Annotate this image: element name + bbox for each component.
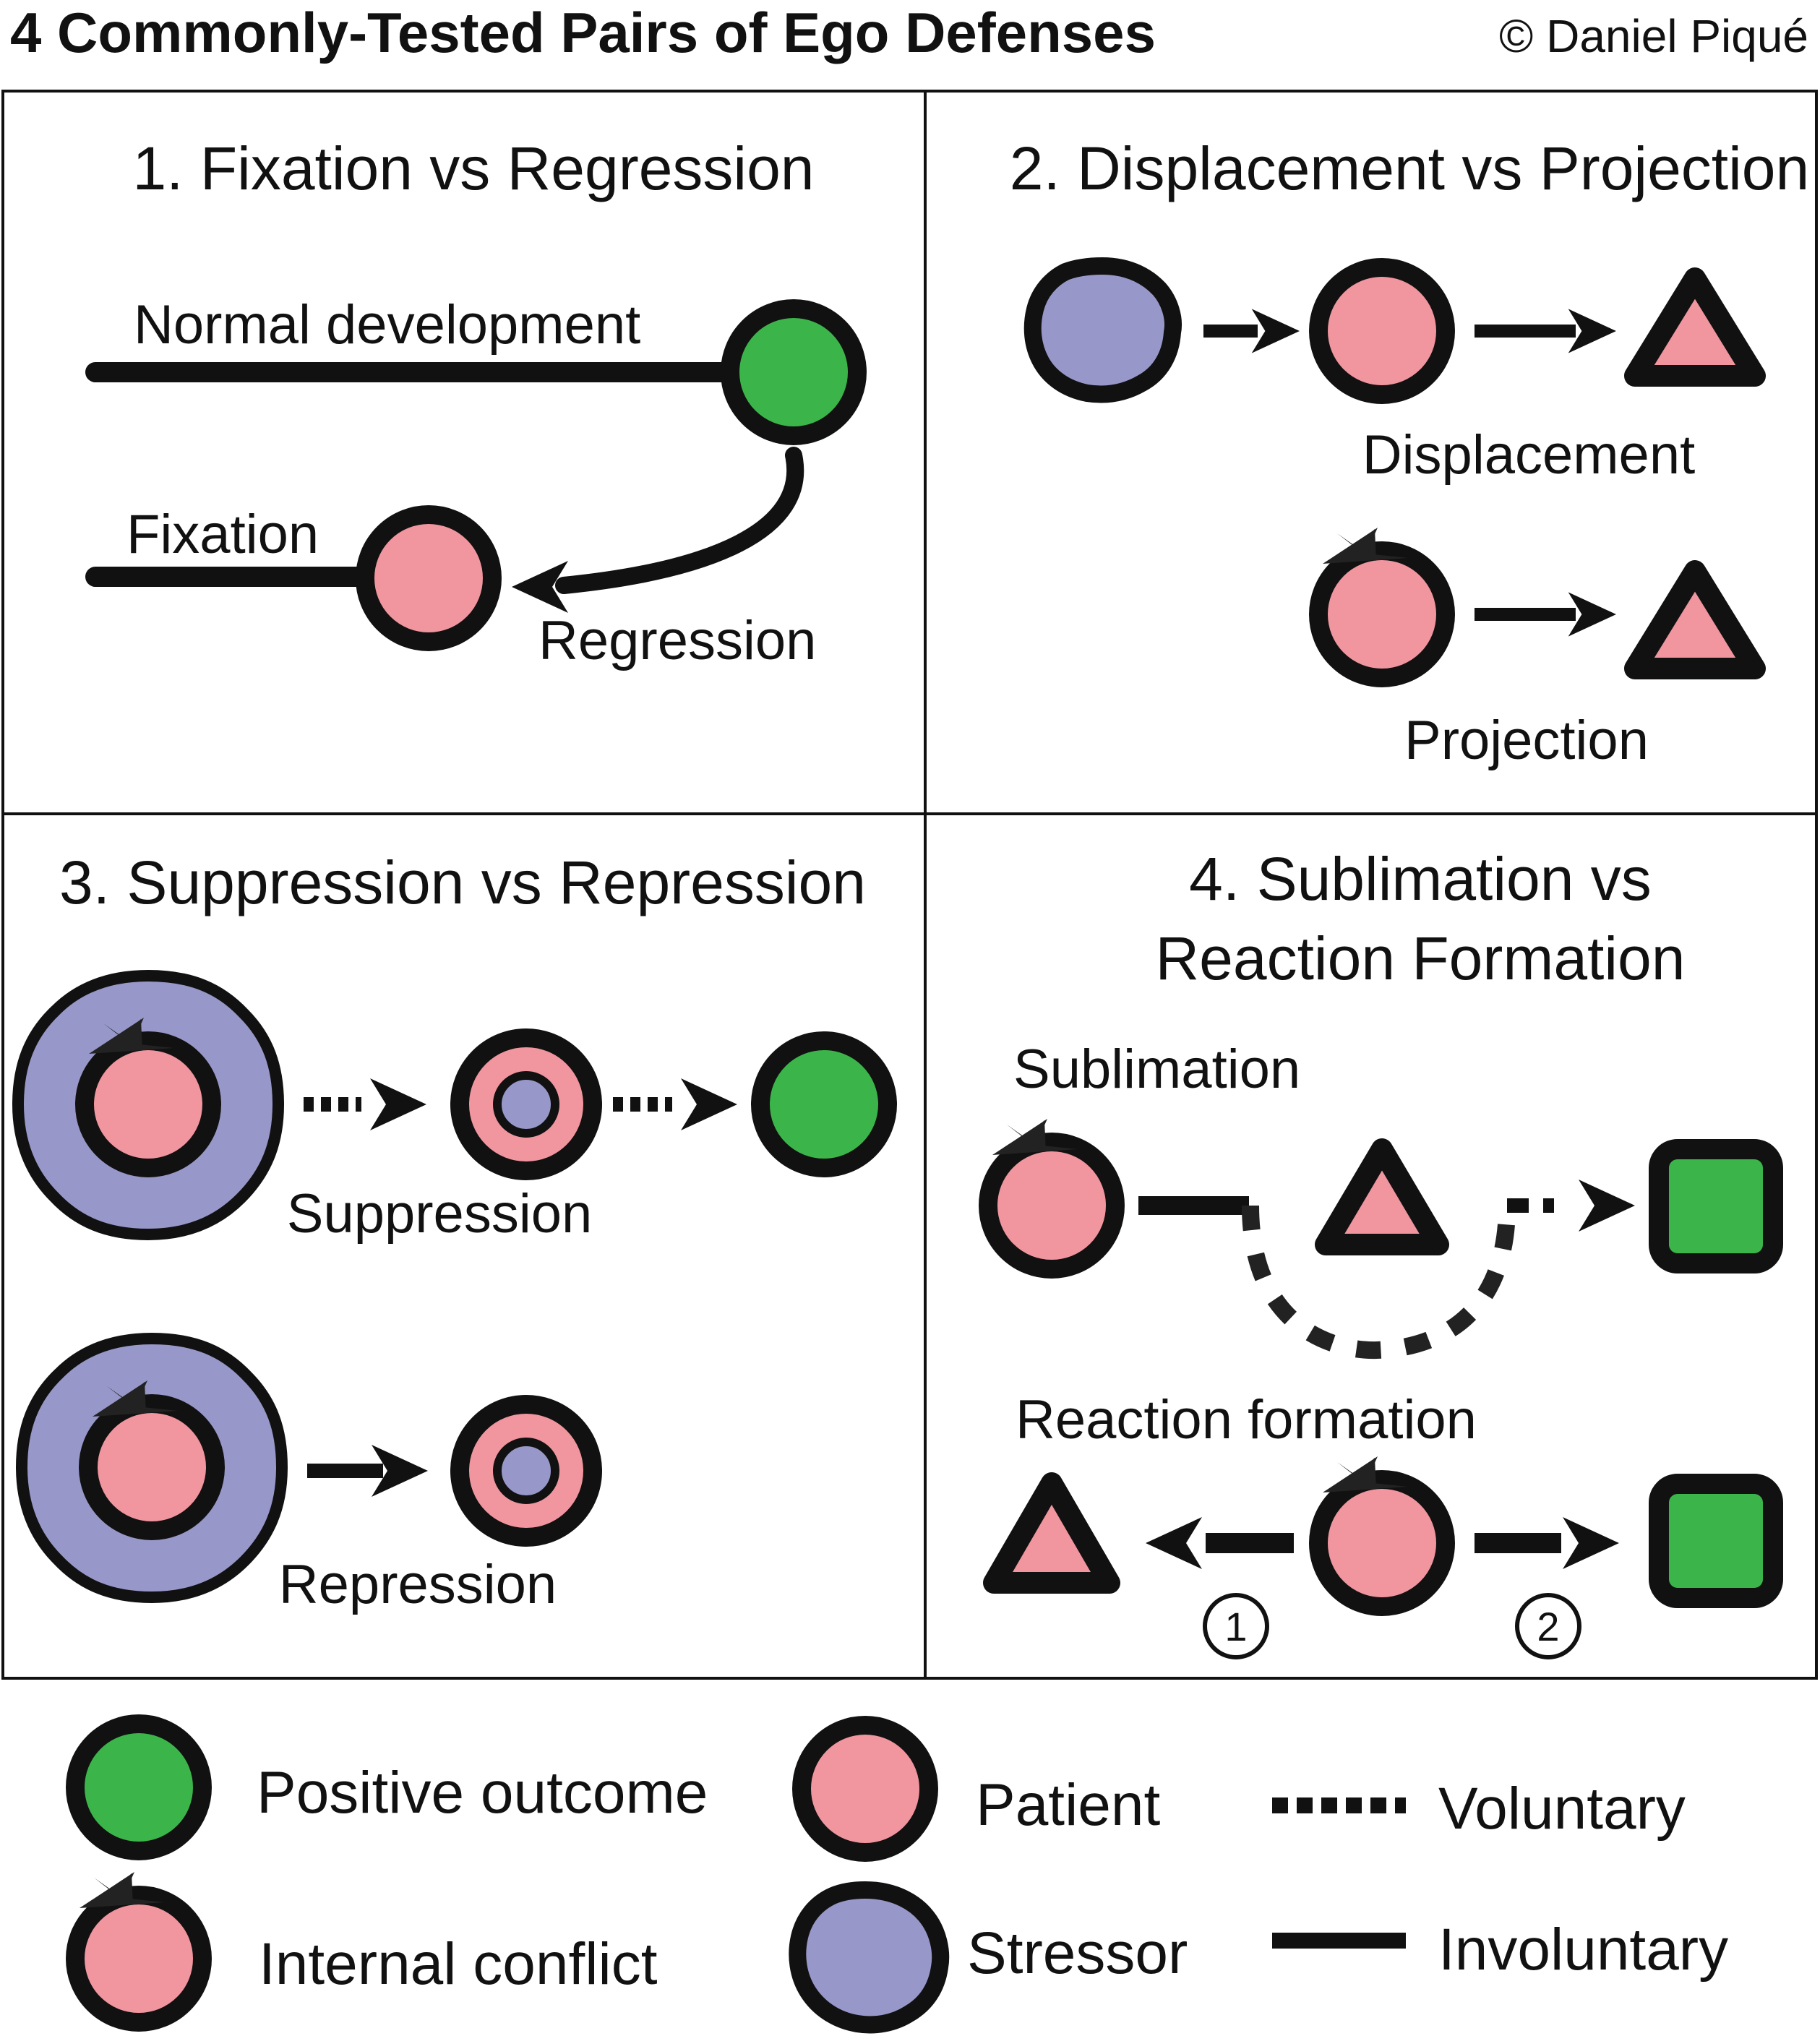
legend-voluntary-label: Voluntary [1438, 1776, 1686, 1842]
sublimation-target-triangle [1315, 1138, 1449, 1255]
positive-outcome-square [1649, 1139, 1783, 1273]
patient-circle [1309, 258, 1455, 404]
legend-stressor-swatch [789, 1881, 950, 2034]
projection-label: Projection [1404, 710, 1649, 771]
panel-sublimation-vs-reaction-formation: 4. Sublimation vs Reaction Formation Sub… [983, 845, 1783, 1659]
positive-outcome-circle [721, 299, 867, 445]
reaction-formation-label: Reaction formation [1016, 1389, 1477, 1451]
copyright: © Daniel Piqué [1499, 10, 1808, 62]
voluntary-detour-path [1242, 1205, 1516, 1360]
panel-grid-frame [1, 90, 1818, 1680]
legend-internal-conflict-label: Internal conflict [259, 1931, 658, 1997]
displacement-label: Displacement [1362, 424, 1695, 486]
projection-target-triangle [1624, 560, 1766, 679]
stressor-core [493, 1071, 559, 1138]
page-title: 4 Commonly-Tested Pairs of Ego Defenses [10, 1, 1156, 64]
arrowhead-5 [681, 1078, 737, 1130]
step-1-badge [1203, 1593, 1269, 1659]
panel-suppression-vs-repression: 3. Suppression vs Repression Suppression… [18, 849, 897, 1615]
panel-1-title: 1. Fixation vs Regression [132, 134, 814, 202]
legend: Positive outcome Internal conflict Patie… [66, 1714, 1728, 2034]
stressor-circle [1023, 257, 1182, 403]
legend-positive-label: Positive outcome [257, 1760, 708, 1826]
sublimation-label: Sublimation [1013, 1039, 1300, 1100]
displacement-target-triangle [1624, 267, 1766, 387]
internal-conflict-circle [1318, 528, 1446, 678]
panel-4-title-line-2: Reaction Formation [1156, 924, 1686, 992]
legend-stressor-label: Stressor [967, 1920, 1188, 1986]
panel-fixation-vs-regression: 1. Fixation vs Regression Normal develop… [85, 134, 867, 671]
positive-outcome-circle [751, 1031, 897, 1177]
repression-label: Repression [279, 1554, 557, 1615]
step-1-number: 1 [1224, 1604, 1247, 1649]
legend-internal-conflict-swatch [75, 1872, 202, 2022]
arrowhead-8 [1146, 1517, 1202, 1569]
legend-patient-swatch [792, 1716, 938, 1862]
step-2-number: 2 [1537, 1604, 1559, 1649]
panel-2-title: 2. Displacement vs Projection [1010, 134, 1809, 202]
arrowhead-1 [1251, 309, 1300, 353]
arrowhead-9 [1563, 1517, 1619, 1569]
step-2-badge [1515, 1593, 1581, 1659]
patient-circle [356, 505, 502, 651]
legend-positive-swatch [66, 1714, 212, 1860]
legend-patient-label: Patient [976, 1772, 1161, 1838]
internal-conflict-circle [1318, 1456, 1446, 1607]
fixation-label: Fixation [126, 504, 319, 565]
arrowhead-4 [370, 1078, 426, 1130]
internal-conflict-circle [988, 1119, 1115, 1269]
legend-involuntary-label: Involuntary [1438, 1917, 1728, 1983]
suppression-label: Suppression [287, 1183, 593, 1245]
regression-arrow [555, 447, 804, 594]
panel-4-title-line-1: 4. Sublimation vs [1189, 845, 1652, 913]
stressor-core [493, 1438, 559, 1504]
panel-displacement-vs-projection: 2. Displacement vs Projection Displaceme… [1010, 134, 1809, 771]
regression-label: Regression [538, 610, 816, 671]
panel-3-title: 3. Suppression vs Repression [59, 849, 866, 916]
normal-development-label: Normal development [134, 294, 640, 356]
positive-outcome-square [1649, 1474, 1783, 1608]
arrowhead-7 [1579, 1180, 1635, 1232]
reaction-target-triangle [983, 1472, 1120, 1594]
